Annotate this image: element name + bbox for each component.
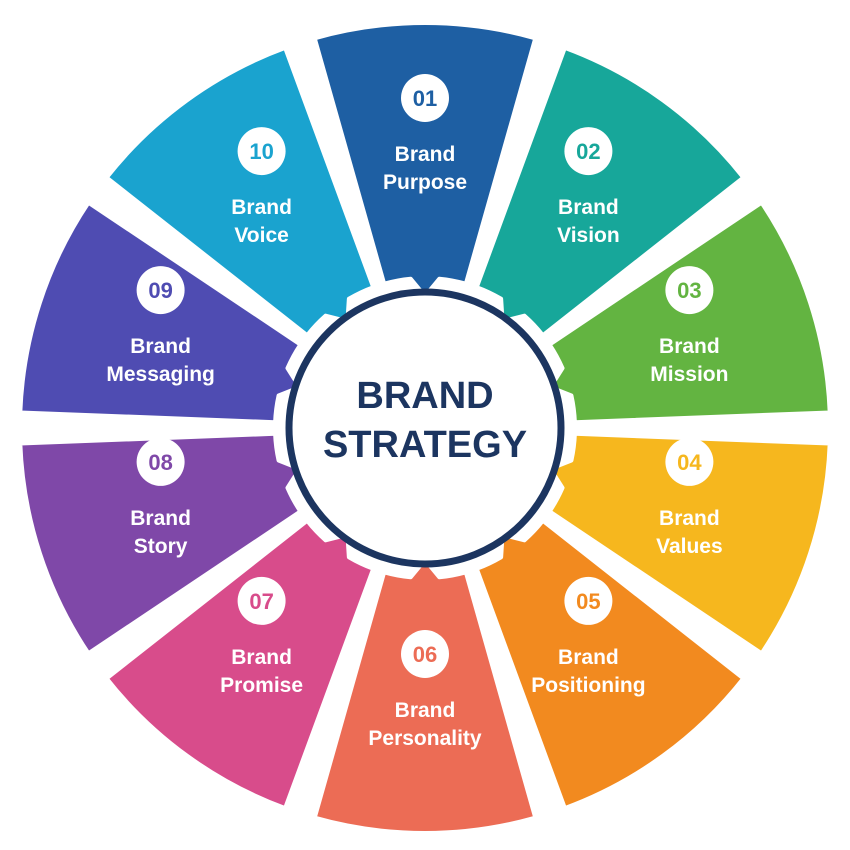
segment-shape [312,20,538,298]
segment-shape [104,518,376,811]
segment-shape [474,518,746,811]
segment-label-line1: Brand [130,507,191,530]
segment-shape [18,431,303,656]
segment-number: 10 [249,139,273,164]
segment-label-line1: Brand [659,507,720,530]
segment-number-badge [237,576,286,625]
segment-number-badge [564,127,613,176]
segment-label-line1: Brand [395,143,456,166]
segment-shape [312,558,538,836]
segment-number: 06 [413,642,437,667]
segment-label-line2: Purpose [383,171,467,194]
segment-label-line1: Brand [558,646,619,669]
segment-label-line1: Brand [231,646,292,669]
segment-shape [474,45,746,338]
segment-shape [104,45,376,338]
segment-label-line2: Values [656,535,723,558]
segment-number-badge [136,266,185,315]
segment-number: 05 [576,589,600,614]
center-ring [285,288,565,568]
segment-number: 01 [413,86,437,111]
segment-label-line2: Promise [220,674,303,697]
segment-label-line2: Positioning [531,674,645,697]
segment-number-badge [136,437,185,486]
segment-number: 02 [576,139,600,164]
segment-label-line2: Messaging [106,363,215,386]
segment-label-line1: Brand [130,335,191,358]
segment-number: 08 [148,450,172,475]
center-hub: BRAND STRATEGY [285,288,565,568]
segment-label-line2: Vision [557,224,620,247]
segment-number-badge [237,127,286,176]
segment-number: 09 [148,278,172,303]
segment-number-badge [564,576,613,625]
segment-number: 03 [677,278,701,303]
segment-label-line1: Brand [659,335,720,358]
segment-label-line2: Story [134,535,188,558]
segment-number-badge [401,74,449,122]
segment-number-badge [665,437,714,486]
segment-number-badge [401,630,449,678]
segment-shape [547,431,832,656]
center-title-line1: BRAND [356,375,493,417]
segment-number-badge [665,266,714,315]
segment-label-line1: Brand [395,699,456,722]
segment-label-line1: Brand [231,196,292,219]
segment-number: 07 [249,589,273,614]
segment-label-line2: Personality [368,727,482,750]
center-title-line2: STRATEGY [323,424,527,466]
segment-number: 04 [677,450,702,475]
segment-label-line2: Voice [234,224,288,247]
segment-label-line1: Brand [558,196,619,219]
segment-label-line2: Mission [650,363,728,386]
wheel-segments: 01BrandPurpose02BrandVision03BrandMissio… [18,20,832,836]
